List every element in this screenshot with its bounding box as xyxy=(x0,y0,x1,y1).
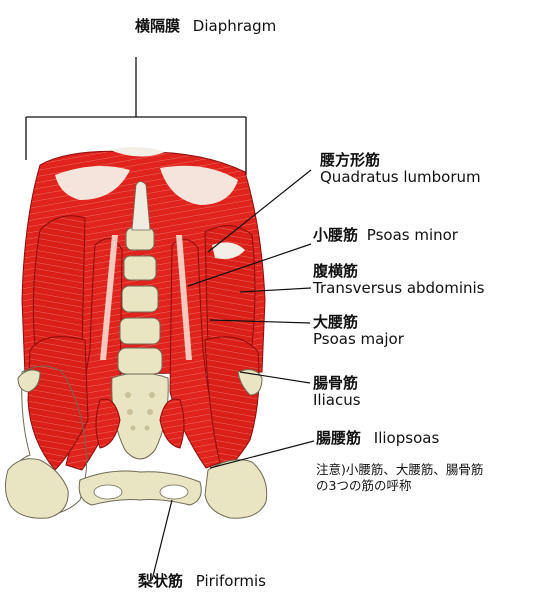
iliac-crest-left xyxy=(17,369,41,393)
label-iliopsoas: 腸腰筋 Iliopsoas xyxy=(316,429,440,447)
label-iliopsoas-en: Iliopsoas xyxy=(373,429,440,447)
label-quadratus: 腰方形筋 Quadratus lumborum xyxy=(320,151,481,187)
hip-bone-left xyxy=(4,458,69,519)
sacrum xyxy=(111,372,169,460)
label-piriformis: 梨状筋 Piriformis xyxy=(138,572,266,590)
obturator-left xyxy=(93,484,123,500)
obturator-right xyxy=(159,484,189,500)
label-iliopsoas-jp: 腸腰筋 xyxy=(316,429,362,447)
label-iliacus-jp: 腸骨筋 xyxy=(313,374,359,392)
label-diaphragm-en: Diaphragm xyxy=(192,17,277,35)
iliac-crest-right xyxy=(237,369,263,396)
diaphragm-tendon-top xyxy=(110,146,165,157)
label-transversus-jp: 腹横筋 xyxy=(313,262,359,280)
piriformis-left xyxy=(95,398,121,449)
label-iliacus: 腸骨筋 Iliacus xyxy=(313,374,361,410)
psoas-minor-left xyxy=(100,235,118,360)
label-diaphragm: 横隔膜 Diaphragm xyxy=(135,17,277,35)
diaphragm-tendon-left xyxy=(55,166,130,200)
label-piriformis-jp: 梨状筋 xyxy=(138,572,184,590)
label-transversus: 腹横筋 Transversus abdominis xyxy=(313,262,485,298)
label-quadratus-en: Quadratus lumborum xyxy=(320,168,481,187)
label-transversus-en: Transversus abdominis xyxy=(313,279,485,298)
lumbar-spine xyxy=(117,227,163,375)
note-line-1: 注意)小腰筋、大腰筋、腸骨筋 xyxy=(316,462,484,477)
label-psoas-major-jp: 大腰筋 xyxy=(313,313,359,331)
label-quadratus-jp: 腰方形筋 xyxy=(320,151,381,169)
label-psoas-major-en: Psoas major xyxy=(313,330,404,349)
label-psoas-minor-jp: 小腰筋 xyxy=(313,226,359,244)
piriformis-right xyxy=(159,398,185,449)
central-tendon xyxy=(131,181,151,231)
leader-lines xyxy=(151,169,315,581)
diaphragm-tendon-right xyxy=(160,165,238,205)
psoas-minor-right xyxy=(176,235,192,360)
hip-bone-right xyxy=(204,459,268,519)
diaphragm-bracket xyxy=(25,57,247,175)
quadratus-tendon-right xyxy=(212,242,245,259)
label-psoas-minor: 小腰筋 Psoas minor xyxy=(313,226,458,244)
sacral-foramina xyxy=(125,392,155,431)
note-line-2: の3つの筋の呼称 xyxy=(316,477,412,493)
quadratus-lumborum-left xyxy=(32,215,86,355)
label-psoas-major: 大腰筋 Psoas major xyxy=(313,313,404,349)
iliopsoas-note: 注意)小腰筋、大腰筋、腸骨筋 の3つの筋の呼称 xyxy=(316,462,483,493)
iliacus-left xyxy=(27,336,89,471)
label-diaphragm-jp: 横隔膜 xyxy=(135,17,181,35)
label-iliacus-en: Iliacus xyxy=(313,391,361,410)
label-piriformis-en: Piriformis xyxy=(195,572,266,590)
label-psoas-minor-en: Psoas minor xyxy=(366,226,458,244)
